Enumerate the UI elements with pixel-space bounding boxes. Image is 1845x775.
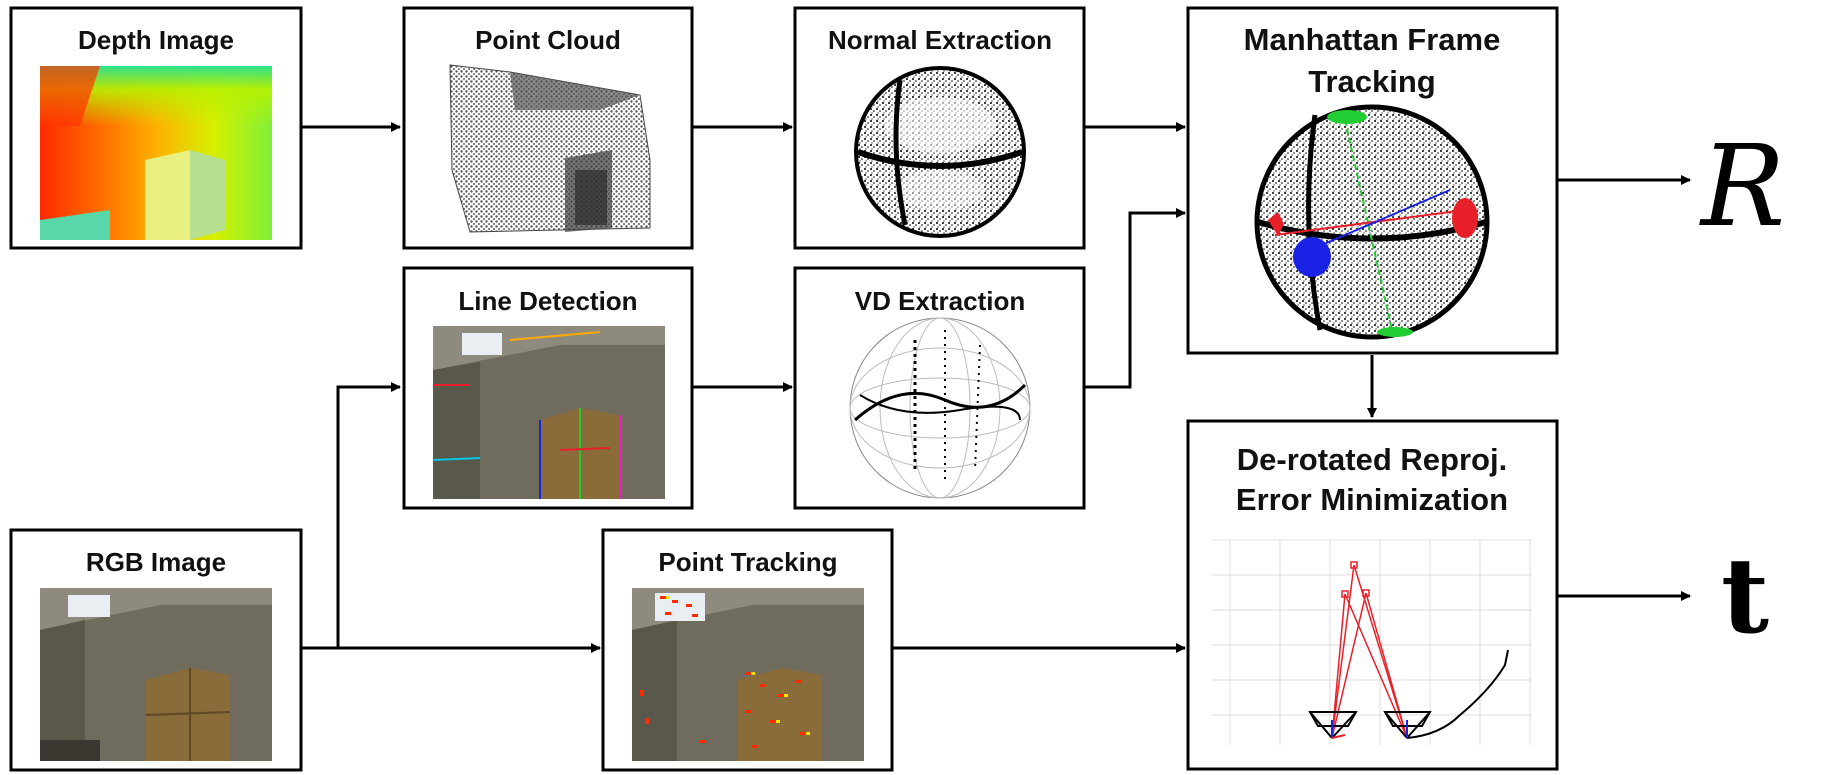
point-cloud-title: Point Cloud [475,25,621,55]
vd-extraction-title: VD Extraction [855,286,1026,316]
arrow-rgb-to-line [336,382,401,648]
box-normal-extraction: Normal Extraction [793,6,1086,250]
vd-sphere [849,317,1031,499]
box-mf-tracking: Manhattan Frame Tracking [1186,6,1559,355]
line-detection-thumbnail [432,326,665,499]
box-point-cloud: Point Cloud [402,6,694,250]
box-depth-image: Depth Image [9,6,303,250]
arrow-vd-to-mf [1085,208,1186,389]
derot-title-line2: Error Minimization [1236,482,1508,517]
output-translation-t: t [1721,534,1769,657]
line-detection-title: Line Detection [458,286,637,316]
reprojection-plot [1212,539,1532,745]
mf-tracking-title-line2: Tracking [1308,64,1436,99]
depth-image-thumbnail [40,66,272,240]
mf-tracking-title-line1: Manhattan Frame [1244,22,1501,57]
mf-blob-green-bottom [1377,327,1413,337]
box-point-tracking: Point Tracking [601,528,894,772]
box-vd-extraction: VD Extraction [793,266,1086,510]
mf-blob-green-top [1327,110,1367,124]
derot-title-line1: De-rotated Reproj. [1237,442,1507,477]
output-rotation-R: R [1699,122,1785,252]
rgb-image-thumbnail [40,588,272,761]
box-derotated-minimization: De-rotated Reproj. Error Minimization [1186,419,1559,771]
mf-blob-red-left [1268,212,1284,236]
mf-axis-blue [1309,189,1451,251]
connectors [302,122,1691,653]
depth-image-title: Depth Image [78,25,234,55]
normal-sphere [854,66,1026,238]
mf-axis-red [1274,209,1466,236]
point-tracking-title: Point Tracking [658,547,837,577]
rgb-image-title: RGB Image [86,547,226,577]
mf-sphere [1254,104,1490,340]
mf-blob-red-right [1452,198,1478,238]
mf-blob-blue [1293,237,1331,277]
box-line-detection: Line Detection [402,266,694,510]
box-rgb-image: RGB Image [9,528,303,772]
point-tracking-thumbnail [632,588,864,761]
point-cloud-render [449,64,651,233]
normal-extraction-title: Normal Extraction [828,25,1052,55]
tracked-points [640,596,806,748]
